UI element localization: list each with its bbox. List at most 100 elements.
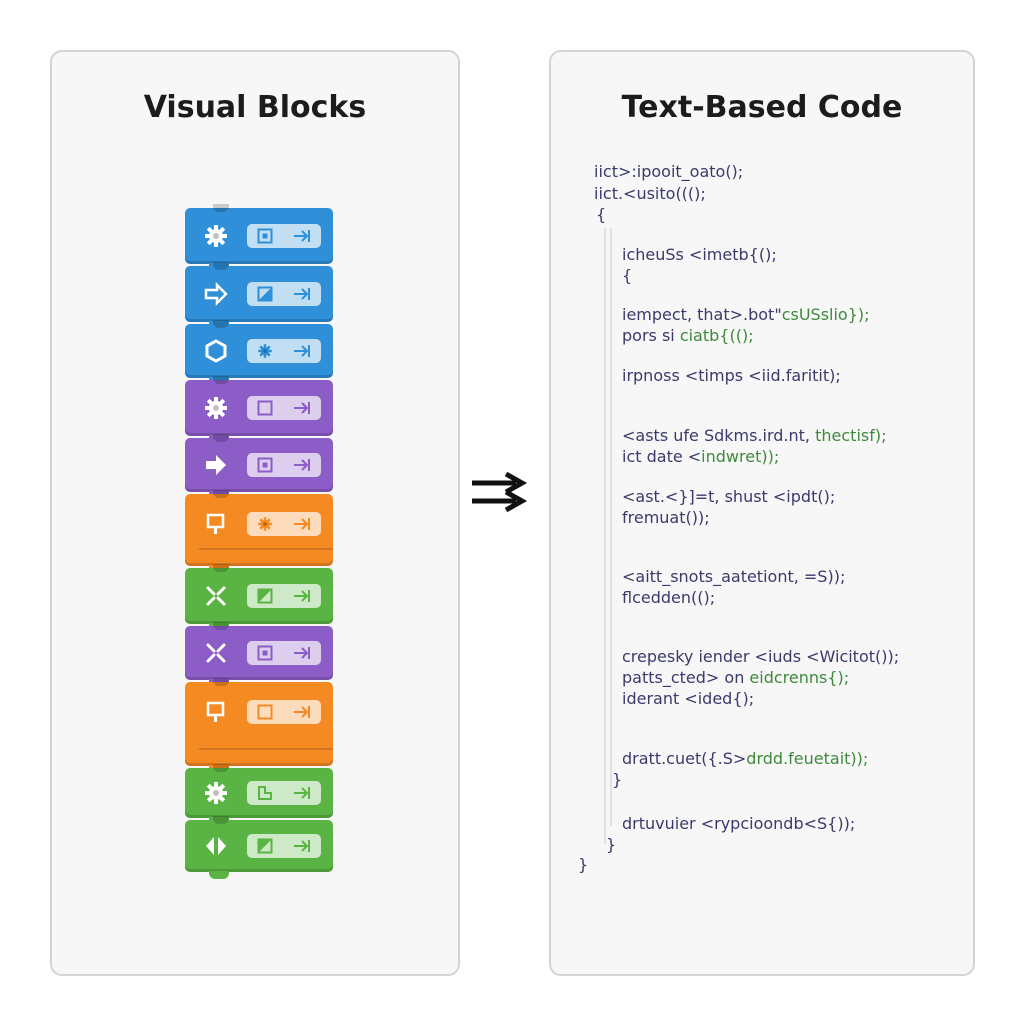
block-notch — [213, 320, 229, 328]
diamond-arrows-icon — [203, 833, 229, 859]
indent-guide — [610, 228, 612, 826]
code-line: <aitt_snots_aatetiont, =S)); — [622, 567, 845, 586]
block-notch — [213, 262, 229, 270]
code-text: iderant <ided{); — [622, 689, 755, 708]
block-c-mouth — [199, 548, 333, 560]
block-parameter-slot[interactable] — [247, 339, 321, 363]
code-text: patts_cted> on — [622, 668, 750, 687]
code-text: flcedden((); — [622, 588, 716, 607]
code-line: fremuat()); — [622, 508, 710, 527]
code-line: ict date <indwret)); — [622, 447, 779, 466]
block-notch — [213, 204, 229, 212]
block-parameter-slot[interactable] — [247, 224, 321, 248]
code-text: iempect, that>.bot" — [622, 305, 782, 324]
code-block-purple[interactable] — [185, 622, 333, 687]
block-parameter-slot[interactable] — [247, 512, 321, 536]
arrow-right-icon — [293, 286, 311, 302]
arrow-right-icon — [293, 704, 311, 720]
block-parameter-slot[interactable] — [247, 834, 321, 858]
arrow-right-icon — [293, 516, 311, 532]
block-parameter-slot[interactable] — [247, 282, 321, 306]
code-text: } — [606, 835, 617, 854]
code-text: fremuat()); — [622, 508, 710, 527]
text-code-title: Text-Based Code — [621, 90, 903, 125]
code-block-green[interactable] — [185, 816, 333, 879]
code-line: } — [606, 835, 616, 854]
code-block-purple[interactable] — [185, 434, 333, 499]
note-icon — [257, 286, 273, 302]
gear-icon — [257, 516, 273, 532]
gear-icon — [203, 223, 229, 249]
square-dot-icon — [257, 645, 273, 661]
code-text: iict.<usito(((); — [594, 184, 706, 203]
code-block-green[interactable] — [185, 764, 333, 825]
block-notch — [213, 376, 229, 384]
block-notch — [213, 434, 229, 442]
arrow-right-icon — [293, 343, 311, 359]
arrow-right-icon — [203, 452, 229, 478]
diagonal-square-icon — [257, 838, 273, 854]
block-connector — [209, 871, 229, 879]
code-block-purple[interactable] — [185, 376, 333, 443]
x-cross-icon — [203, 583, 229, 609]
block-parameter-slot[interactable] — [247, 781, 321, 805]
code-line: patts_cted> on eidcrenns{); — [622, 668, 849, 687]
arrow-outline-icon — [203, 281, 229, 307]
arrow-right-icon — [293, 228, 311, 244]
code-text: <aitt_snots_aatetiont, =S)); — [622, 567, 846, 586]
block-parameter-slot[interactable] — [247, 641, 321, 665]
code-block-orange[interactable] — [185, 678, 333, 773]
block-parameter-slot[interactable] — [247, 700, 321, 724]
square-dot-icon — [257, 457, 273, 473]
code-highlight: drdd.feuetait)); — [746, 749, 869, 768]
text-code-panel — [549, 50, 975, 976]
block-notch — [213, 764, 229, 772]
code-highlight: eidcrenns{); — [749, 668, 850, 687]
code-line: flcedden((); — [622, 588, 715, 607]
code-line: icheuSs <imetb{(); — [622, 245, 777, 264]
code-line: drtuvuier <rypcioondb<S{)); — [622, 814, 855, 833]
code-line: { — [622, 266, 632, 285]
code-highlight: thectisf); — [815, 426, 887, 445]
code-text: dratt.cuet({.S> — [622, 749, 747, 768]
arrow-right-icon — [293, 588, 311, 604]
code-line: iict>:ipooit_oato(); — [594, 162, 743, 181]
code-text: <asts ufe Sdkms.ird.nt, — [622, 426, 816, 445]
code-text: { — [596, 205, 607, 224]
code-block-green[interactable] — [185, 564, 333, 631]
code-block-blue[interactable] — [185, 262, 333, 329]
arrow-right-icon — [293, 457, 311, 473]
block-parameter-slot[interactable] — [247, 453, 321, 477]
empty-square-icon — [257, 400, 273, 416]
block-parameter-slot[interactable] — [247, 396, 321, 420]
diagonal-square-icon — [257, 588, 273, 604]
code-text: icheuSs <imetb{(); — [622, 245, 777, 264]
code-text: drtuvuier <rypcioondb<S{)); — [622, 814, 856, 833]
indent-guide — [604, 228, 606, 844]
gear-icon — [203, 780, 229, 806]
code-text: ict date < — [622, 447, 702, 466]
hexagon-icon — [203, 338, 229, 364]
block-parameter-slot[interactable] — [247, 584, 321, 608]
visual-blocks-title: Visual Blocks — [143, 90, 367, 125]
arrow-right-icon — [293, 400, 311, 416]
code-text: iict>:ipooit_oato(); — [594, 162, 744, 181]
block-notch — [213, 622, 229, 630]
block-c-mouth — [199, 748, 333, 760]
x-cross-icon — [203, 640, 229, 666]
code-highlight: ciatb{((); — [679, 326, 754, 345]
code-text: pors si — [622, 326, 680, 345]
double-arrow-icon — [472, 471, 528, 513]
gear-icon — [257, 343, 273, 359]
block-notch — [213, 816, 229, 824]
flag-icon — [203, 699, 229, 725]
code-text: } — [612, 770, 623, 789]
code-line: } — [578, 855, 588, 874]
code-line: <ast.<}]=t, shust <ipdt(); — [622, 487, 835, 506]
code-block-blue[interactable] — [185, 204, 333, 271]
code-block-blue[interactable] — [185, 320, 333, 385]
code-text: { — [622, 266, 633, 285]
empty-square-icon — [257, 704, 273, 720]
code-text: <ast.<}]=t, shust <ipdt(); — [622, 487, 836, 506]
code-block-orange[interactable] — [185, 490, 333, 573]
